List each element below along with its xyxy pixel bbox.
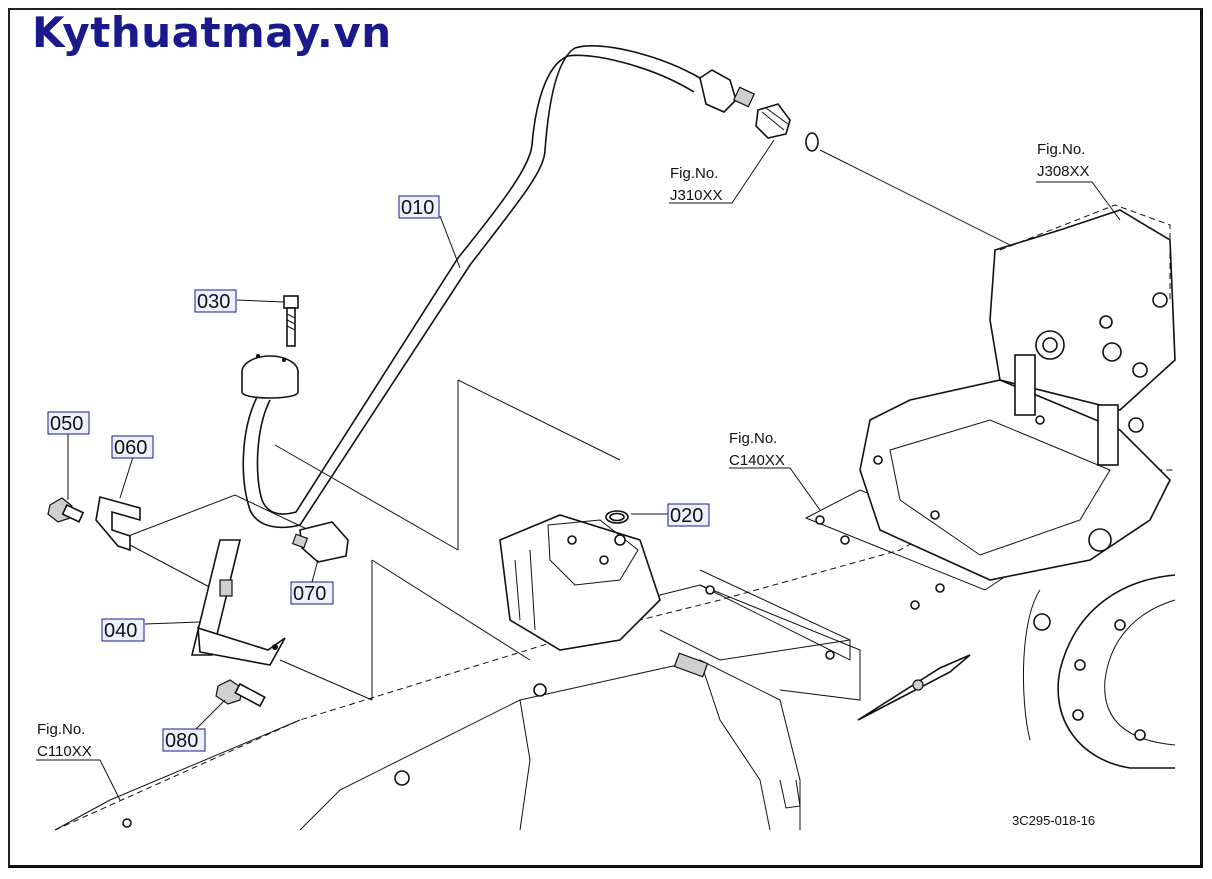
svg-text:Fig.No.: Fig.No. xyxy=(670,165,718,182)
part-label-040[interactable]: 040 xyxy=(101,618,145,642)
svg-text:C140XX: C140XX xyxy=(729,452,785,469)
clamp-block-070[interactable] xyxy=(291,521,349,563)
banjo-bolt-030[interactable] xyxy=(283,295,299,347)
fig-ref-c140xx[interactable]: Fig.No. C140XX xyxy=(729,430,785,469)
part-label-080[interactable]: 080 xyxy=(162,728,206,752)
svg-text:040: 040 xyxy=(104,620,137,642)
svg-text:Fig.No.: Fig.No. xyxy=(729,430,777,447)
part-label-060[interactable]: 060 xyxy=(111,435,154,459)
fig-ref-j308xx[interactable]: Fig.No. J308XX xyxy=(1037,141,1090,180)
fig-ref-c110xx[interactable]: Fig.No. C110XX xyxy=(37,721,92,760)
svg-text:080: 080 xyxy=(165,730,198,752)
leader-lines xyxy=(36,139,1121,801)
svg-text:010: 010 xyxy=(401,197,434,219)
hydraulic-pump-block xyxy=(499,514,661,651)
bolt-080[interactable] xyxy=(215,679,266,708)
clamp-060[interactable] xyxy=(95,495,141,552)
diagram-frame xyxy=(8,8,1203,868)
transmission-housing xyxy=(54,469,1175,831)
svg-text:C110XX: C110XX xyxy=(37,743,92,760)
hydraulic-pipe-010[interactable] xyxy=(241,45,756,529)
svg-text:030: 030 xyxy=(197,291,230,313)
watermark-logo: Kythuatmay.vn xyxy=(32,8,392,57)
bracket-040[interactable] xyxy=(190,539,286,666)
part-label-030[interactable]: 030 xyxy=(194,289,237,313)
svg-text:Fig.No.: Fig.No. xyxy=(37,721,85,738)
svg-text:060: 060 xyxy=(114,437,147,459)
part-label-050[interactable]: 050 xyxy=(47,411,90,435)
svg-text:050: 050 xyxy=(50,413,83,435)
svg-text:070: 070 xyxy=(293,583,326,605)
drawing-number: 3C295-018-16 xyxy=(1012,813,1095,828)
hydraulic-lift-housing-j308 xyxy=(859,204,1176,631)
rear-axle-flange xyxy=(857,574,1176,769)
part-label-070[interactable]: 070 xyxy=(290,581,334,605)
svg-text:Fig.No.: Fig.No. xyxy=(1037,141,1085,158)
o-ring-020[interactable] xyxy=(605,510,629,524)
bolt-050[interactable] xyxy=(47,497,85,523)
fig-ref-j310xx[interactable]: Fig.No. J310XX xyxy=(670,165,723,204)
fitting-j310 xyxy=(755,103,819,152)
svg-text:J308XX: J308XX xyxy=(1037,163,1090,180)
part-label-010[interactable]: 010 xyxy=(398,195,440,219)
part-label-020[interactable]: 020 xyxy=(667,503,710,527)
svg-text:020: 020 xyxy=(670,505,703,527)
svg-text:J310XX: J310XX xyxy=(670,187,723,204)
